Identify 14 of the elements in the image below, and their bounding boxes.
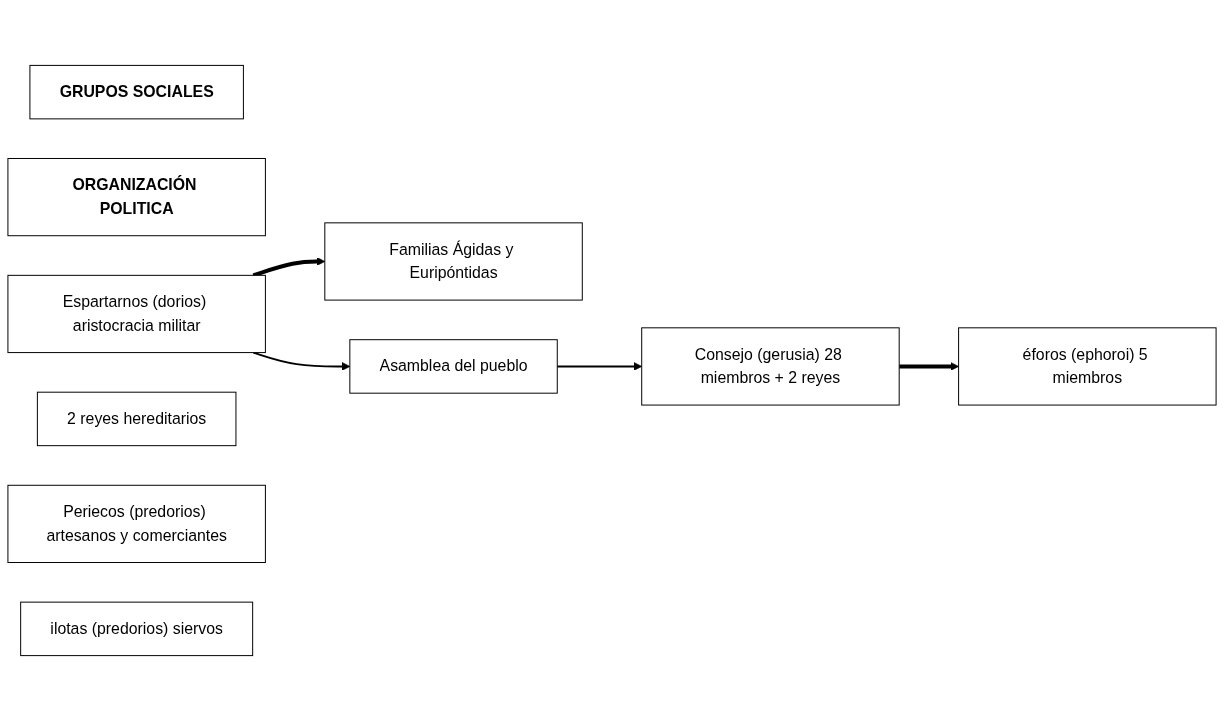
node-box: Espartarnos (dorios) aristocracia militar <box>7 274 266 354</box>
node-box: ilotas (predorios) siervos <box>20 601 254 657</box>
node-box: GRUPOS SOCIALES <box>29 64 244 120</box>
arrow <box>556 362 643 371</box>
node-box: Consejo (gerusia) 28 miembros + 2 reyes <box>641 327 900 406</box>
node-box: Periecos (predorios) artesanos y comerciantes <box>7 484 266 563</box>
arrow <box>899 362 959 371</box>
node-box: Familias Ágidas y Euripóntidas <box>324 222 583 301</box>
arrow <box>252 351 351 371</box>
node-box: ORGANIZACIÓN POLITICA <box>7 158 266 237</box>
node-box: éforos (ephoroi) 5 miembros <box>958 327 1217 406</box>
node-box: Asamblea del pueblo <box>349 339 558 394</box>
node-box: 2 reyes hereditarios <box>36 391 237 447</box>
arrow <box>252 257 326 278</box>
